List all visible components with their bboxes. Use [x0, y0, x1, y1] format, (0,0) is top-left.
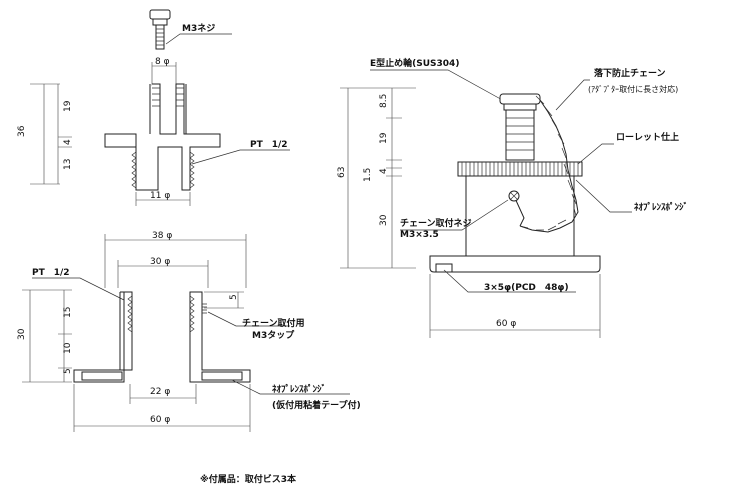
chain-note-label: (ｱﾀﾞﾌﾟﾀｰ取付に長さ対応)	[588, 84, 678, 94]
safety-chain	[508, 95, 579, 233]
dim-4b: 4	[379, 168, 389, 174]
dim-30phi: 30 φ	[150, 257, 170, 267]
dim-8phi: 8 φ	[155, 57, 170, 67]
dim-36: 36	[17, 125, 27, 137]
dim-63: 63	[337, 167, 347, 178]
dim-10: 10	[63, 342, 73, 354]
dim-8-5: 8.5	[379, 94, 389, 108]
m3-screw-part	[149, 9, 171, 50]
accessory-note: ※付属品：取付ビス3本	[200, 473, 297, 485]
dim-5: 5	[229, 294, 239, 300]
dim-5b: 5	[63, 368, 73, 374]
chain-screw-size-label: M3×3.5	[400, 230, 439, 240]
m3-screw-label: M3ネジ	[182, 23, 215, 34]
dim-1-5: 1.5	[363, 168, 373, 182]
dim-13: 13	[63, 159, 73, 170]
flange-left-part	[73, 291, 133, 383]
dim-60phi-left: 60 φ	[150, 415, 170, 425]
pcd-label: 3×5φ(PCD 48φ)	[484, 283, 569, 293]
pt-left-label: PT 1/2	[32, 268, 70, 278]
sponge-tape-label: (仮付用粘着テープ付)	[272, 399, 361, 411]
pt-top-label: PT 1/2	[250, 140, 288, 150]
dim-4a: 4	[63, 139, 73, 145]
dim-15: 15	[63, 307, 73, 318]
knurl-label: ローレット仕上	[616, 131, 679, 143]
assembly-part	[429, 93, 601, 273]
chain-tap-label: チェーン取付用	[242, 317, 305, 329]
adapter-part	[104, 83, 221, 191]
dim-19b: 19	[379, 132, 389, 144]
chain-prevent-label: 落下防止チェーン	[594, 67, 666, 79]
dim-30-left: 30	[17, 328, 27, 340]
chain-screw-label: チェーン取付ネジ	[400, 217, 472, 229]
dim-11phi: 11 φ	[150, 191, 170, 201]
sponge-label: ﾈｵﾌﾟﾚﾝｽﾎﾟﾝｼﾞ	[272, 383, 326, 395]
m3-tap-label: M3タップ	[252, 329, 295, 341]
dim-19a: 19	[63, 100, 73, 112]
flange-right-part	[189, 291, 251, 383]
e-ring-label: E型止め輪(SUS304)	[370, 57, 459, 69]
sponge-right-label: ﾈｵﾌﾟﾚﾝｽﾎﾟﾝｼﾞ	[634, 201, 688, 213]
dim-38phi: 38 φ	[152, 231, 172, 241]
dim-22phi: 22 φ	[150, 387, 170, 397]
dim-60phi-right: 60 φ	[496, 319, 516, 329]
dim-30-right: 30	[379, 214, 389, 226]
